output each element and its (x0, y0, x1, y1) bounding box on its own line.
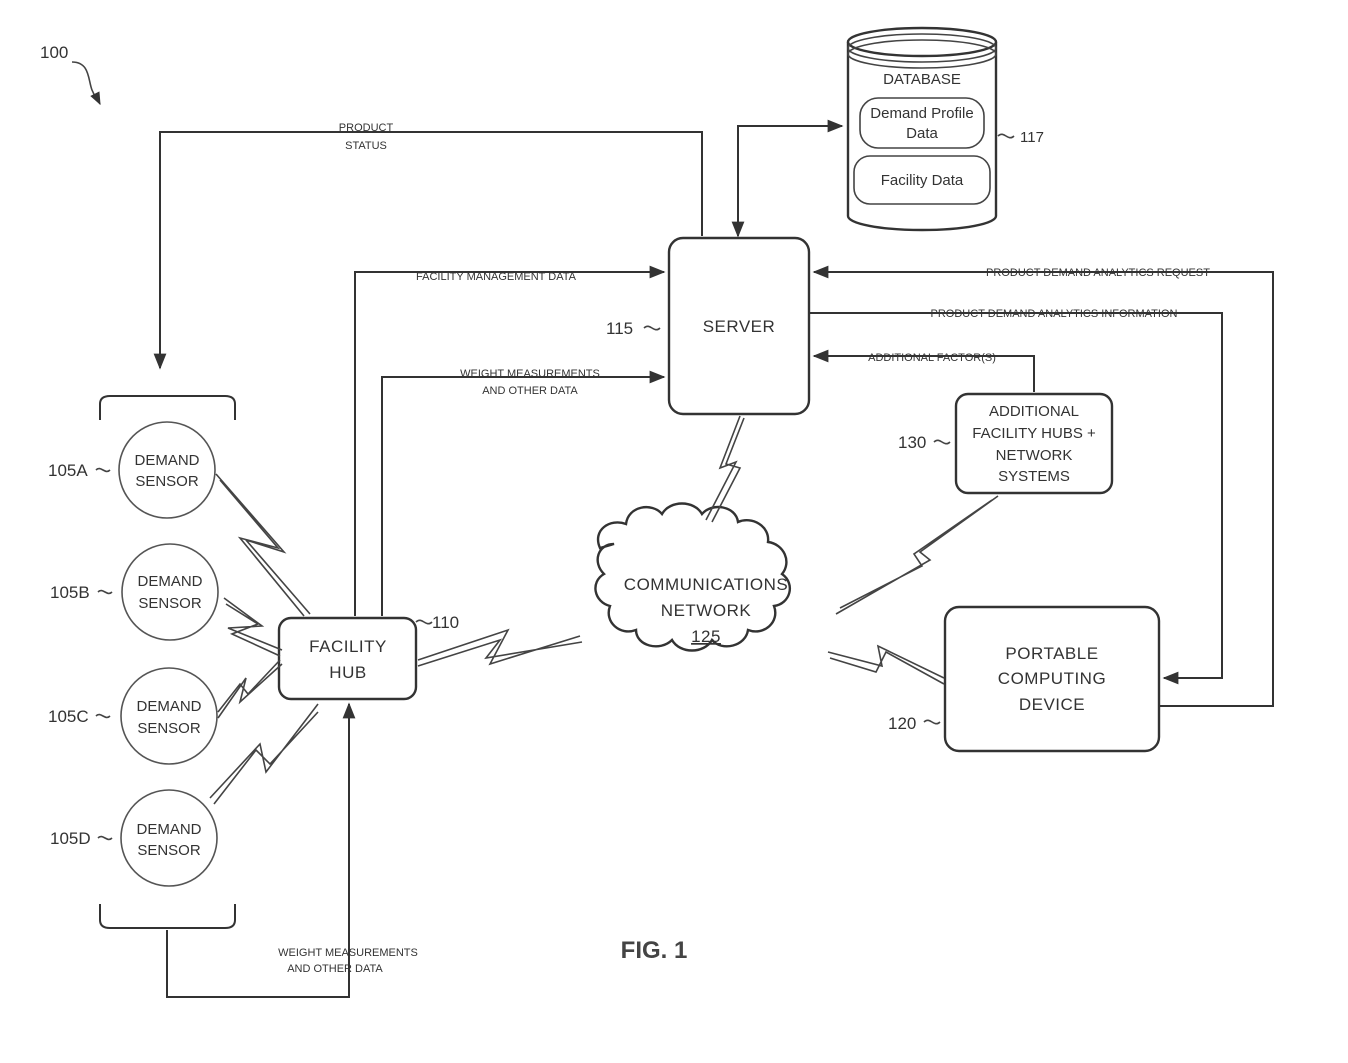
analytics-request-label: PRODUCT DEMAND ANALYTICS REQUEST (986, 267, 1210, 279)
sensor-circle (119, 422, 215, 518)
wireless-link-sensor-d (210, 704, 318, 804)
sensor-ref: 105A (48, 461, 88, 480)
sensor-line1: DEMAND (134, 452, 199, 469)
sensor-105a: DEMAND SENSOR 105A (48, 422, 215, 518)
sensor-circle (121, 668, 217, 764)
portable-line2: COMPUTING (998, 669, 1106, 688)
sensor-group-bottom-brace (100, 904, 235, 928)
sensor-ref: 105C (48, 707, 89, 726)
sensor-circle (121, 790, 217, 886)
demand-profile-label-2: Data (906, 125, 938, 142)
wireless-link-sensor-b (224, 598, 282, 656)
sensor-group-top-brace (100, 396, 235, 420)
sensor-ref: 105B (50, 583, 90, 602)
wireless-links (210, 416, 998, 804)
sensor-ref-tilde (98, 591, 112, 594)
demand-profile-label-1: Demand Profile (870, 105, 973, 122)
additional-ref: 130 (898, 433, 926, 452)
database-ref: 117 (1020, 129, 1044, 146)
figure-ref-leader (72, 62, 100, 104)
sensor-line1: DEMAND (137, 573, 202, 590)
facility-hub-ref-tilde (416, 620, 432, 623)
sensor-line1: DEMAND (136, 698, 201, 715)
product-status-label-1: PRODUCT (339, 122, 394, 134)
weight-lower-label-2: AND OTHER DATA (287, 963, 383, 975)
sensor-line2: SENSOR (135, 473, 199, 490)
additional-line2: FACILITY HUBS + (972, 425, 1096, 442)
sensor-105c: DEMAND SENSOR 105C (48, 668, 217, 764)
facility-hub-line2: HUB (329, 663, 366, 682)
server-ref: 115 (606, 319, 633, 338)
wireless-link-server-network (706, 416, 744, 522)
product-status-label-2: STATUS (345, 140, 387, 152)
facility-hub-ref: 110 (432, 613, 459, 632)
additional-line1: ADDITIONAL (989, 403, 1079, 420)
server-database-link (738, 126, 842, 236)
facility-management-label: FACILITY MANAGEMENT DATA (416, 271, 577, 283)
database: DATABASE Demand Profile Data Facility Da… (848, 28, 996, 230)
weight-upper-label-2: AND OTHER DATA (482, 385, 578, 397)
sensor-line2: SENSOR (137, 842, 201, 859)
facility-hub-box (279, 618, 416, 699)
facility-data-label: Facility Data (881, 172, 964, 189)
figure-label: FIG. 1 (621, 937, 688, 964)
figure-ref: 100 (40, 43, 68, 62)
facility-hub-line1: FACILITY (309, 637, 387, 656)
wireless-link-portable-network (828, 646, 944, 684)
portable-ref: 120 (888, 714, 916, 733)
network-line1: COMMUNICATIONS (624, 575, 788, 594)
additional-ref-tilde (934, 440, 950, 443)
sensor-line2: SENSOR (137, 720, 201, 737)
wireless-link-sensor-a (216, 474, 310, 616)
wireless-link-additional-network (836, 496, 998, 614)
portable-ref-tilde (924, 720, 940, 723)
database-ref-tilde (998, 134, 1014, 137)
network-line2: NETWORK (661, 601, 752, 620)
sensor-ref: 105D (50, 829, 91, 848)
database-title: DATABASE (883, 71, 961, 88)
wireless-link-hub-network (418, 630, 582, 666)
weight-lower-label-1: WEIGHT MEASUREMENTS (278, 947, 418, 959)
additional-line4: SYSTEMS (998, 468, 1070, 485)
analytics-info-label: PRODUCT DEMAND ANALYTICS INFORMATION (931, 308, 1178, 320)
wireless-link-sensor-c (218, 660, 282, 718)
additional-factors-label: ADDITIONAL FACTOR(S) (868, 352, 996, 364)
additional-line3: NETWORK (996, 447, 1073, 464)
weight-upper-label-1: WEIGHT MEASUREMENTS (460, 368, 600, 380)
sensor-ref-tilde (96, 469, 110, 472)
server-label: SERVER (703, 317, 776, 336)
sensor-line1: DEMAND (136, 821, 201, 838)
sensor-ref-tilde (98, 837, 112, 840)
sensor-line2: SENSOR (138, 595, 202, 612)
network-ref: 125 (691, 627, 721, 646)
sensor-circle (122, 544, 218, 640)
portable-line3: DEVICE (1019, 695, 1085, 714)
server-ref-tilde (644, 326, 660, 329)
sensor-105d: DEMAND SENSOR 105D (50, 790, 217, 886)
sensor-ref-tilde (96, 715, 110, 718)
sensor-105b: DEMAND SENSOR 105B (50, 544, 218, 640)
portable-line1: PORTABLE (1005, 644, 1098, 663)
